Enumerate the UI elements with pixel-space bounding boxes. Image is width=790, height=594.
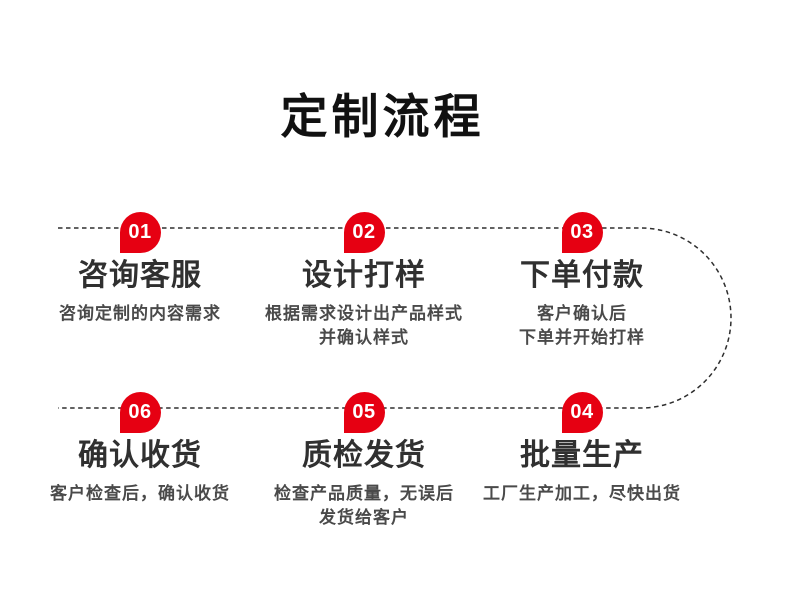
step-number: 02 — [352, 221, 376, 243]
step-01-consult: 01 咨询客服 咨询定制的内容需求 — [10, 212, 270, 326]
step-subtitle-line1: 根据需求设计出产品样式 — [265, 304, 463, 323]
step-number-badge: 05 — [343, 392, 385, 433]
step-04-production: 04 批量生产 工厂生产加工，尽快出货 — [452, 392, 712, 506]
step-subtitle-line1: 客户检查后，确认收货 — [50, 484, 230, 503]
step-number-badge: 04 — [561, 392, 603, 433]
step-02-design: 02 设计打样 根据需求设计出产品样式 并确认样式 — [234, 212, 494, 350]
page-title: 定制流程 — [280, 90, 485, 143]
step-number: 05 — [352, 401, 376, 423]
step-06-confirm-receipt: 06 确认收货 客户检查后，确认收货 — [10, 392, 270, 506]
step-05-qc-ship: 05 质检发货 检查产品质量，无误后 发货给客户 — [234, 392, 494, 530]
step-subtitle-line1: 检查产品质量，无误后 — [274, 484, 454, 503]
step-number: 03 — [570, 221, 594, 243]
step-03-order: 03 下单付款 客户确认后 下单并开始打样 — [452, 212, 712, 350]
step-title: 确认收货 — [78, 439, 202, 472]
step-title: 下单付款 — [520, 259, 644, 292]
step-number: 06 — [128, 401, 152, 423]
step-title: 质检发货 — [302, 439, 426, 472]
step-subtitle-line1: 工厂生产加工，尽快出货 — [483, 484, 681, 503]
step-number-badge: 03 — [561, 212, 603, 253]
step-subtitle-line2: 下单并开始打样 — [519, 328, 645, 347]
step-title: 咨询客服 — [78, 259, 202, 292]
step-subtitle-line1: 客户确认后 — [537, 304, 627, 323]
step-title: 设计打样 — [302, 259, 426, 292]
step-number: 04 — [570, 401, 594, 423]
step-subtitle-line2: 并确认样式 — [319, 328, 409, 347]
step-subtitle-line2: 发货给客户 — [319, 508, 409, 527]
step-number-badge: 02 — [343, 212, 385, 253]
step-subtitle-line1: 咨询定制的内容需求 — [59, 304, 221, 323]
step-number: 01 — [128, 221, 152, 243]
step-number-badge: 06 — [119, 392, 161, 433]
dashed-connector-path — [58, 227, 732, 409]
step-title: 批量生产 — [520, 439, 644, 472]
step-number-badge: 01 — [119, 212, 161, 253]
